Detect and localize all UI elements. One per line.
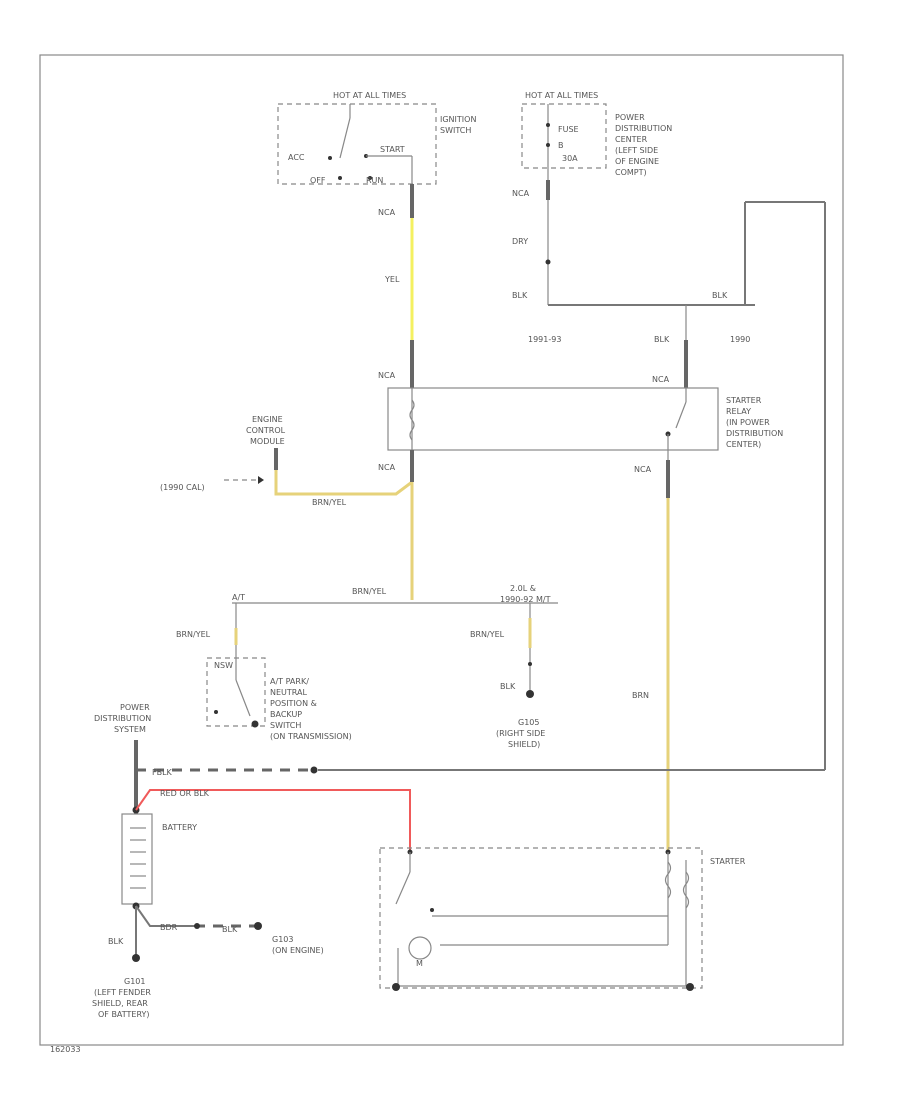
pd-hot-label: HOT AT ALL TIMES — [525, 91, 598, 100]
blk-label-4: BLK — [500, 682, 516, 691]
g103-ground — [254, 922, 262, 930]
starter-label: STARTER — [710, 857, 746, 866]
nsw-description: A/T PARK/ NEUTRAL POSITION & BACKUP SWIT… — [270, 677, 352, 741]
strap-label-1: BDR — [160, 923, 178, 932]
pd-splice — [545, 259, 551, 265]
blk-label-1: BLK — [512, 291, 528, 300]
nca-label-1: NCA — [378, 208, 396, 217]
solenoid-contact-blade — [395, 871, 411, 905]
ignition-off-label: OFF — [310, 176, 326, 185]
mt-label: 2.0L & 1990-92 M/T — [500, 584, 551, 604]
nca-label-2: NCA — [378, 371, 396, 380]
nca-relay-label: NCA — [652, 375, 670, 384]
ignition-off-contact — [338, 176, 342, 180]
ignition-acc-label: ACC — [288, 153, 305, 162]
solenoid-contact — [430, 908, 434, 912]
ignition-switch-label: IGNITION SWITCH — [440, 115, 479, 135]
strap-junction — [194, 923, 200, 929]
brnyel-label-2: BRN/YEL — [352, 587, 387, 596]
mt-splice — [528, 662, 532, 666]
fuse-bottom-terminal — [546, 143, 550, 147]
pds-label: POWER DISTRIBUTION SYSTEM — [94, 703, 154, 734]
ecm-label: ENGINE CONTROL MODULE — [246, 415, 288, 446]
starter-ground-left — [392, 983, 400, 991]
fuse-link-label: FBLK — [152, 768, 173, 777]
battery-strap — [135, 905, 195, 927]
starter-relay-box — [387, 387, 719, 451]
fuse-number-label: B — [558, 141, 564, 150]
nca-label-4: NCA — [634, 465, 652, 474]
fuse-amp-label: 30A — [562, 154, 578, 163]
battery-cells — [130, 827, 146, 889]
brnyel-label-4: BRN/YEL — [470, 630, 505, 639]
diagram-border — [39, 54, 844, 1046]
ignition-run-label: RUN — [366, 176, 383, 185]
fuse-label: FUSE — [558, 125, 579, 134]
brnyel-label-1: BRN/YEL — [312, 498, 347, 507]
relay-coil — [409, 399, 415, 441]
nsw-ground-terminal — [251, 720, 259, 728]
g101-ground — [132, 954, 140, 962]
g105-ground — [526, 690, 534, 698]
blk-label-5: BLK — [108, 937, 124, 946]
nca-pd-label: NCA — [512, 189, 530, 198]
ignition-switch-box — [277, 103, 437, 185]
year-1990-label: 1990 — [730, 335, 750, 344]
brn-wire-label: BRN — [632, 691, 649, 700]
dry-label: DRY — [512, 237, 528, 246]
ignition-start-label: START — [380, 145, 405, 154]
nsw-label: NSW — [214, 661, 233, 670]
cal-1990-label: (1990 CAL) — [160, 483, 205, 492]
year-9193-label: 1991-93 — [528, 335, 561, 344]
ignition-switch-blade — [339, 117, 351, 159]
blk-label-3: BLK — [654, 335, 670, 344]
red-battery-cable — [135, 789, 411, 852]
nsw-contact-left — [214, 710, 218, 714]
ecm-brn-yel-wire — [274, 470, 413, 496]
nca-label-3: NCA — [378, 463, 396, 472]
starter-relay-label: STARTER RELAY (IN POWER DISTRIBUTION CEN… — [726, 396, 786, 449]
starter-box — [379, 847, 703, 989]
ignition-run-contact — [368, 176, 372, 180]
g101-label: G101 (LEFT FENDER SHIELD, REAR OF BATTER… — [92, 977, 153, 1019]
figure-id: 162033 — [50, 1045, 81, 1054]
battery-label: BATTERY — [162, 823, 197, 832]
yel-wire-label: YEL — [384, 275, 400, 284]
brnyel-label-3: BRN/YEL — [176, 630, 211, 639]
power-distribution-box — [521, 103, 607, 169]
pd-center-label: POWER DISTRIBUTION CENTER (LEFT SIDE OF … — [615, 113, 675, 177]
blk-label-2: BLK — [712, 291, 728, 300]
nsw-blade — [235, 679, 251, 717]
strap-label-2: BLK — [222, 925, 238, 934]
relay-contact-blade — [675, 401, 687, 429]
ignition-acc-contact — [328, 156, 332, 160]
g103-label: G103 (ON ENGINE) — [272, 935, 324, 955]
at-label: A/T — [232, 593, 245, 602]
starter-motor-icon — [408, 936, 432, 960]
fuse-link-terminal — [310, 766, 318, 774]
motor-label: M — [416, 959, 423, 968]
fuse-top-terminal — [546, 123, 550, 127]
starter-ground-right — [686, 983, 694, 991]
ignition-hot-label: HOT AT ALL TIMES — [333, 91, 406, 100]
red-or-blk-label: RED OR BLK — [160, 789, 210, 798]
hold-in-coil — [682, 871, 690, 909]
pull-in-coil — [664, 861, 672, 899]
ecm-arrow — [258, 476, 264, 484]
g105-label: G105 (RIGHT SIDE SHIELD) — [496, 718, 548, 749]
